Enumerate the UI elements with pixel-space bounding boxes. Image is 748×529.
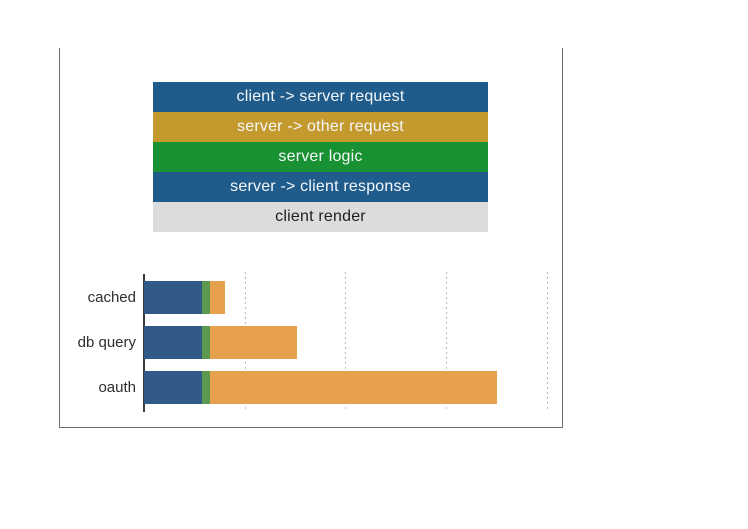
legend-item-2: server -> other request [153,112,488,142]
bar-segment-client-server-request [144,326,203,359]
bar-segment-server-logic [202,326,211,359]
bar-segment-server-other-request [210,371,498,404]
legend-item-5: client render [153,202,488,232]
category-label-oauth: oauth [98,378,136,396]
gridline-300 [446,272,448,411]
bar-segment-server-other-request [210,326,298,359]
gridline-400 [546,272,548,411]
bar-db-query [144,326,298,359]
gridline-200 [345,272,347,411]
bar-segment-server-logic [202,371,211,404]
legend-item-3: server logic [153,142,488,172]
legend-item-1: client -> server request [153,82,488,112]
bar-segment-server-other-request [210,281,225,314]
bar-oauth [144,371,498,404]
category-label-cached: cached [87,288,136,306]
legend-item-4: server -> client response [153,172,488,202]
bar-cached [144,281,225,314]
bar-segment-server-logic [202,281,211,314]
category-label-db-query: db query [77,333,136,351]
bar-segment-client-server-request [144,281,203,314]
plot-area: cached db query oauth [78,272,556,412]
bar-segment-client-server-request [144,371,203,404]
